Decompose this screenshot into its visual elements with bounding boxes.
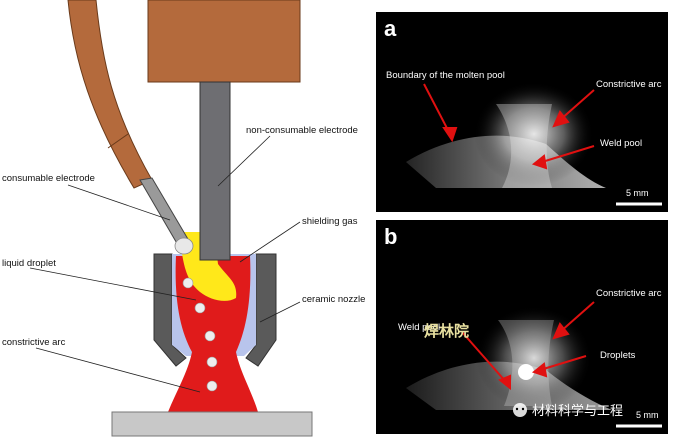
- label-consumable-electrode: consumable electrode: [2, 173, 95, 184]
- photo-panel-a: a Boundary of the molten pool Constricti…: [376, 12, 668, 212]
- arc-column-b: [498, 320, 554, 406]
- panel-b-letter: b: [384, 224, 397, 249]
- welding-torch-schematic: non-consumable electrode consumable elec…: [2, 0, 365, 437]
- workpiece: [111, 411, 313, 437]
- arc-column-a: [496, 104, 552, 188]
- photo-panel-b: b Constrictive arc Weld pool Droplets 5 …: [376, 220, 668, 434]
- label-boundary: Boundary of the molten pool: [386, 70, 505, 81]
- label-non-consumable-electrode: non-consumable electrode: [246, 125, 358, 136]
- hot-zone: [180, 232, 237, 301]
- label-droplets: Droplets: [600, 350, 636, 361]
- droplet: [194, 302, 206, 314]
- label-constrictive-arc-b: Constrictive arc: [596, 288, 662, 299]
- panel-a-letter: a: [384, 16, 397, 41]
- label-ceramic-nozzle: ceramic nozzle: [302, 294, 365, 305]
- label-shielding-gas: shielding gas: [302, 216, 358, 227]
- droplet: [206, 356, 218, 368]
- electrode-holder-block: [147, 0, 301, 83]
- droplet: [206, 380, 218, 392]
- label-liquid-droplet: liquid droplet: [2, 258, 56, 269]
- wire-guide: [67, 0, 153, 189]
- wire-tip-droplet: [174, 237, 194, 255]
- droplet: [204, 330, 216, 342]
- watermark-overlay: 焊林院: [424, 322, 469, 340]
- arc-glow-a: [474, 82, 594, 186]
- scale-label-a: 5 mm: [626, 188, 649, 198]
- label-constrictive-arc-a: Constrictive arc: [596, 79, 662, 90]
- label-weld-pool-a: Weld pool: [600, 138, 642, 149]
- brand-watermark: 材料科学与工程: [532, 403, 623, 418]
- droplet: [182, 277, 194, 289]
- scale-label-b: 5 mm: [636, 410, 659, 420]
- label-weld-pool-b: Weld pool: [398, 322, 440, 333]
- tungsten-electrode: [199, 81, 231, 261]
- wechat-icon: [513, 403, 527, 417]
- droplet-photo: [518, 364, 534, 380]
- label-constrictive-arc: constrictive arc: [2, 337, 66, 348]
